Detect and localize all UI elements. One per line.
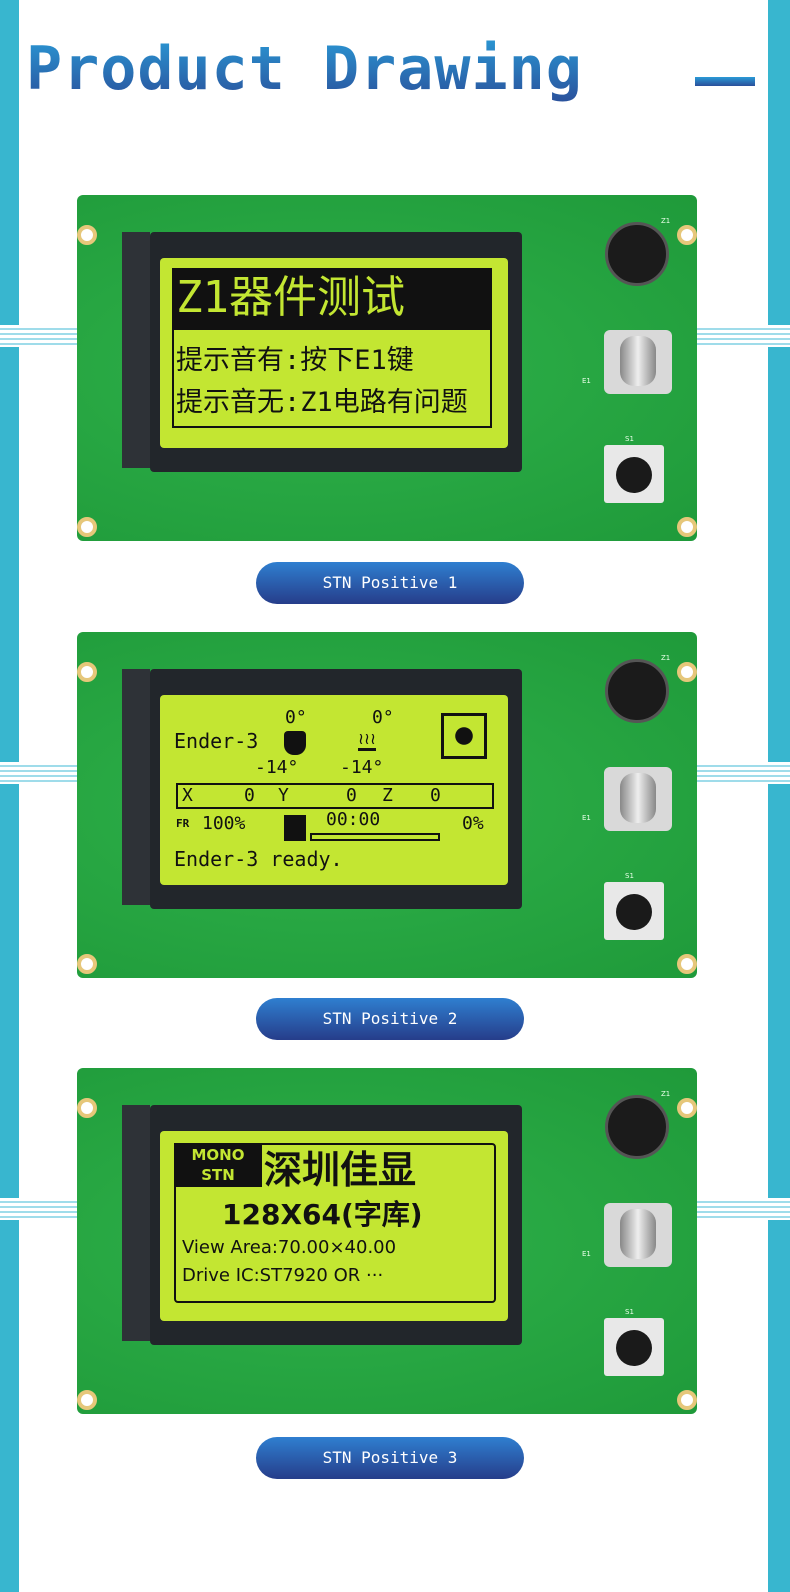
right-border [768, 0, 790, 1592]
silk-label: Z1 [661, 1090, 671, 1098]
sd-card-icon [284, 815, 306, 841]
mono-stn-badge: MONO STN [174, 1143, 262, 1187]
lcd-driver-ic: Drive IC:ST7920 OR ··· [182, 1265, 384, 1286]
mount-hole [677, 662, 697, 682]
elapsed-time: 00:00 [326, 809, 381, 830]
lcd-frame-side [122, 1105, 150, 1341]
lcd-line-1: Z1器件测试 [172, 268, 492, 328]
title-dash [695, 77, 755, 86]
hotend-temp: -14° [255, 757, 299, 778]
silk-label: E1 [582, 1250, 591, 1258]
lcd-line-2: 提示音有:按下E1键 [176, 345, 414, 376]
z-value: 0 [430, 785, 441, 806]
buzzer [605, 1095, 669, 1159]
lcd-frame-side [122, 232, 150, 468]
left-border [0, 0, 19, 1592]
feedrate: 100% [202, 813, 246, 834]
bed-temp: -14° [340, 757, 384, 778]
silk-label: E1 [582, 377, 591, 385]
lcd-line-3: 提示音无:Z1电路有问题 [176, 387, 468, 418]
lcd-board-2: Ender-3 0° -14° 0° ≀≀≀ -14° X 0 Y 0 Z 0 … [77, 632, 697, 978]
z-label: Z [382, 785, 393, 806]
push-button[interactable] [604, 445, 664, 503]
decor-stripe [697, 762, 790, 784]
push-button[interactable] [604, 882, 664, 940]
mount-hole [77, 954, 97, 974]
lcd-title: 深圳佳显 [264, 1148, 417, 1192]
silk-label: Z1 [661, 654, 671, 662]
x-label: X [182, 785, 193, 806]
hotend-icon [284, 731, 306, 755]
decor-stripe [0, 762, 77, 784]
decor-stripe [697, 325, 790, 347]
lcd-board-3: MONO STN 深圳佳显 128X64(字库) View Area:70.00… [77, 1068, 697, 1414]
silk-label: Z1 [661, 217, 671, 225]
lcd-screen: MONO STN 深圳佳显 128X64(字库) View Area:70.00… [160, 1131, 508, 1321]
decor-stripe [0, 1198, 77, 1220]
mount-hole [677, 517, 697, 537]
fan-icon [441, 713, 487, 759]
buzzer [605, 222, 669, 286]
mount-hole [677, 954, 697, 974]
decor-stripe [0, 325, 77, 347]
caption-pill-3: STN Positive 3 [256, 1437, 524, 1479]
mount-hole [677, 225, 697, 245]
silk-label: E1 [582, 814, 591, 822]
mount-hole [677, 1390, 697, 1410]
silk-label: S1 [625, 1308, 634, 1316]
bed-icon: ≀≀≀ [358, 729, 376, 751]
rotary-encoder[interactable] [604, 767, 672, 831]
decor-stripe [697, 1198, 790, 1220]
y-label: Y [278, 785, 289, 806]
caption-pill-2: STN Positive 2 [256, 998, 524, 1040]
lcd-frame-side [122, 669, 150, 905]
x-value: 0 [244, 785, 255, 806]
lcd-bezel: Z1器件测试 提示音有:按下E1键 提示音无:Z1电路有问题 [150, 232, 522, 472]
badge-line: MONO [191, 1146, 245, 1164]
lcd-screen: Z1器件测试 提示音有:按下E1键 提示音无:Z1电路有问题 [160, 258, 508, 448]
mount-hole [77, 517, 97, 537]
mount-hole [77, 225, 97, 245]
rotary-encoder[interactable] [604, 330, 672, 394]
page-title: Product Drawing [26, 34, 583, 104]
lcd-screen: Ender-3 0° -14° 0° ≀≀≀ -14° X 0 Y 0 Z 0 … [160, 695, 508, 885]
silk-label: S1 [625, 872, 634, 880]
printer-name: Ender-3 [174, 729, 259, 753]
mount-hole [77, 1098, 97, 1118]
hotend-target: 0° [285, 707, 307, 728]
buzzer [605, 659, 669, 723]
caption-pill-1: STN Positive 1 [256, 562, 524, 604]
mount-hole [677, 1098, 697, 1118]
rotary-encoder[interactable] [604, 1203, 672, 1267]
status-line: Ender-3 ready. [174, 847, 343, 871]
progress-bar [310, 833, 440, 841]
badge-line: STN [201, 1166, 235, 1184]
lcd-resolution: 128X64(字库) [222, 1198, 423, 1231]
bed-target: 0° [372, 707, 394, 728]
progress-percent: 0% [462, 813, 484, 834]
mount-hole [77, 1390, 97, 1410]
silk-label: S1 [625, 435, 634, 443]
lcd-bezel: MONO STN 深圳佳显 128X64(字库) View Area:70.00… [150, 1105, 522, 1345]
axis-position-box: X 0 Y 0 Z 0 [176, 783, 494, 809]
y-value: 0 [346, 785, 357, 806]
push-button[interactable] [604, 1318, 664, 1376]
lcd-bezel: Ender-3 0° -14° 0° ≀≀≀ -14° X 0 Y 0 Z 0 … [150, 669, 522, 909]
lcd-view-area: View Area:70.00×40.00 [182, 1237, 397, 1258]
feedrate-icon: FR [176, 817, 190, 830]
lcd-board-1: Z1器件测试 提示音有:按下E1键 提示音无:Z1电路有问题 Z1 E1 S1 [77, 195, 697, 541]
mount-hole [77, 662, 97, 682]
